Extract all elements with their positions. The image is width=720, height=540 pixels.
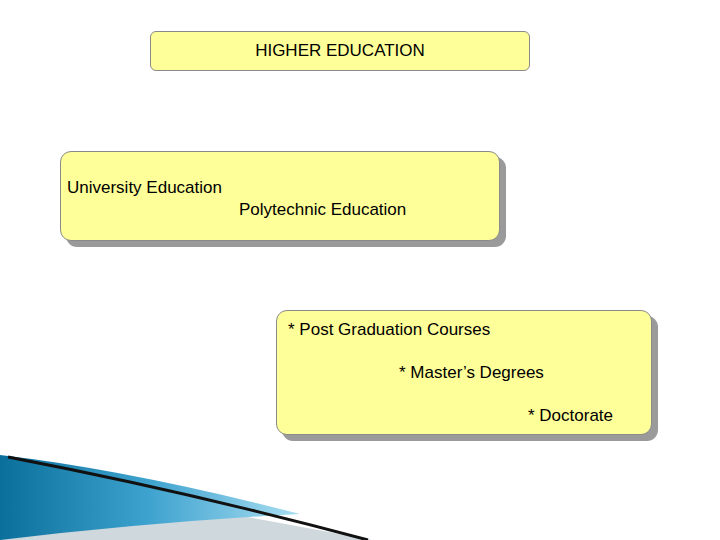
content-box: * Post Graduation Courses * Master’s Degr… <box>276 310 652 435</box>
blue-swoosh <box>0 455 300 540</box>
item-text: * Master’s Degrees <box>399 363 544 383</box>
item-text: Polytechnic Education <box>239 200 406 220</box>
content-box: University EducationPolytechnic Educatio… <box>60 151 500 241</box>
item-text: * Doctorate <box>528 406 613 426</box>
item-text: University Education <box>67 178 222 198</box>
heading-box: HIGHER EDUCATION <box>150 31 530 71</box>
heading-text: HIGHER EDUCATION <box>255 41 425 61</box>
item-text: * Post Graduation Courses <box>288 320 490 340</box>
black-swoosh-line <box>8 457 368 540</box>
